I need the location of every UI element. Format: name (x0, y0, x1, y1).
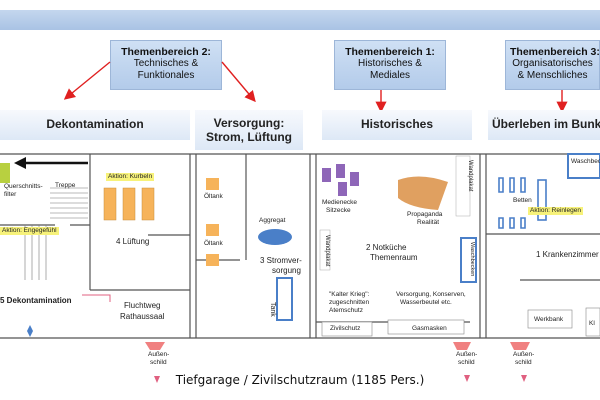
lueftung-unit (141, 187, 155, 221)
exit-marker (27, 325, 33, 337)
aggregat-shape (258, 229, 292, 245)
section-label-historisches: Historisches (360, 117, 434, 131)
theme-box-3: Themenbereich 3: Organisatorisches & Men… (505, 40, 600, 90)
aussenschild-label: schild (515, 359, 532, 366)
oeltank-top (206, 178, 219, 190)
wandplakat-frame (455, 155, 471, 217)
room-label-lueftung: 4 Lüftung (116, 237, 150, 246)
section-label-ueberleben: Überleben im Bunker (492, 117, 600, 131)
room-label-krankenzimmer: 1 Krankenzimmer (536, 250, 599, 259)
aussenschild-label: Außen- (456, 351, 478, 358)
medienecke-seat (322, 168, 331, 182)
theme-line: Funktionales (137, 70, 195, 81)
floor-plan (0, 153, 600, 339)
propaganda-shape (398, 176, 448, 210)
waschbecken-frame (460, 237, 477, 283)
section-band-historisches: Historisches (322, 110, 472, 140)
room-label-oeltank: Öltank (204, 240, 223, 247)
room-label-querschnittsfilter: Querschnitts-filter (4, 183, 43, 198)
room-label-medienecke: Medienecke (322, 199, 358, 206)
oeltank-top (206, 224, 219, 236)
section-band-dekontamination: Dekontamination (0, 110, 190, 140)
arrow-to-dekontamination (63, 61, 111, 100)
fluchtweg-arrow (82, 294, 111, 302)
tank-shape (276, 277, 293, 321)
action-tag-engegefuehl: Aktion: Engegefühl (0, 227, 59, 235)
oeltank-top (206, 254, 219, 266)
section-label-line: Strom, Lüftung (206, 130, 292, 144)
room-label-rathaussaal: Rathaussaal (120, 312, 165, 321)
aussenschild-marker (464, 375, 470, 382)
room-label-realitaet: Realität (417, 219, 440, 226)
room-label-zivilschutz: Zivilschutz (330, 325, 361, 332)
room-label-propaganda: Propaganda (407, 211, 443, 218)
theme-line: Mediales (369, 70, 411, 81)
theme-title: Themenbereich 3: (510, 46, 600, 58)
arrow-to-versorgung (221, 61, 256, 103)
room-label-waschbecken: Waschbecken (571, 158, 600, 165)
action-tag-kurbeln: Aktion: Kurbeln (106, 173, 155, 181)
room-label-aggregat: Aggregat (259, 217, 286, 224)
aussenschild-marker (521, 375, 527, 382)
room-label-kalter-krieg: zugeschnitten (329, 299, 370, 306)
aussenschild-label: schild (458, 359, 475, 366)
room-label-dekontamination: 5 Dekontamination (0, 296, 72, 305)
section-band-versorgung: Versorgung: Strom, Lüftung (195, 110, 303, 150)
zivilschutz-box (321, 321, 373, 337)
waschbecken-box (567, 153, 600, 179)
action-tag-reinlegen: Aktion: Reinlegen (528, 207, 583, 215)
theme-box-1: Themenbereich 1: Historisches & Mediales (334, 40, 446, 90)
wandplakat-frame (319, 229, 331, 271)
gasmasken-box (387, 319, 465, 335)
aussenschild-marker (510, 342, 530, 350)
werkbank-box (527, 309, 573, 329)
room-label-werkbank: Werkbank (534, 316, 564, 323)
room-label-fluchtweg: Fluchtweg (124, 301, 161, 310)
medienecke-seat (336, 164, 345, 178)
betten-group (498, 177, 547, 229)
room-label-treppe: Treppe (55, 182, 76, 189)
section-label-line: Versorgung: (213, 116, 285, 130)
stair-direction-arrow-head (14, 157, 26, 169)
room-label-kl: Kl (589, 320, 595, 327)
lueftung-unit (122, 187, 136, 221)
section-band-ueberleben: Überleben im Bunker (488, 110, 600, 140)
room-label-gasmasken: Gasmasken (412, 325, 447, 332)
room-label-stromversorgung: sorgung (272, 266, 301, 275)
kl-box (585, 307, 600, 337)
medienecke-seat (338, 182, 347, 196)
room-label-stromversorgung: 3 Stromver- (260, 256, 302, 265)
theme-line: & Menschliches (517, 70, 588, 81)
theme-title: Themenbereich 2: (121, 46, 211, 58)
aussenschild-marker (154, 376, 160, 383)
aussenschild-marker (453, 342, 471, 350)
theme-box-2: Themenbereich 2: Technisches & Funktiona… (110, 40, 222, 90)
room-label-kalter-krieg: Atemschutz (329, 307, 363, 314)
room-label-themenraum: Themenraum (370, 253, 418, 262)
plan-caption: Tiefgarage / Zivilschutzraum (1185 Pers.… (175, 373, 425, 387)
section-label-dekontamination: Dekontamination (46, 117, 144, 131)
room-label-betten: Betten (513, 197, 532, 204)
aussenschild-label: schild (150, 359, 167, 366)
section-label-versorgung: Versorgung: Strom, Lüftung (195, 110, 303, 144)
aussenschild-label: Außen- (513, 351, 535, 358)
room-label-versorgung: Wasserbeutel etc. (400, 299, 452, 306)
title-band (0, 10, 600, 30)
querschnittsfilter-block (0, 163, 10, 183)
theme-line: Technisches & (133, 58, 199, 69)
theme-line: Historisches & (358, 58, 422, 69)
room-label-kalter-krieg: "Kalter Krieg": (329, 291, 370, 298)
room-label-notkueche: 2 Notküche (366, 243, 407, 252)
room-label-sitzecke: Sitzecke (326, 207, 351, 214)
aussenschild-marker (145, 342, 165, 350)
theme-line: Organisatorisches (512, 58, 593, 69)
aussenschild-label: Außen- (148, 351, 170, 358)
medienecke-seat (350, 172, 359, 186)
theme-title: Themenbereich 1: (345, 46, 435, 58)
lueftung-unit (103, 187, 117, 221)
room-label-versorgung: Versorgung, Konserven, (396, 291, 466, 298)
room-label-oeltank: Öltank (204, 193, 223, 200)
